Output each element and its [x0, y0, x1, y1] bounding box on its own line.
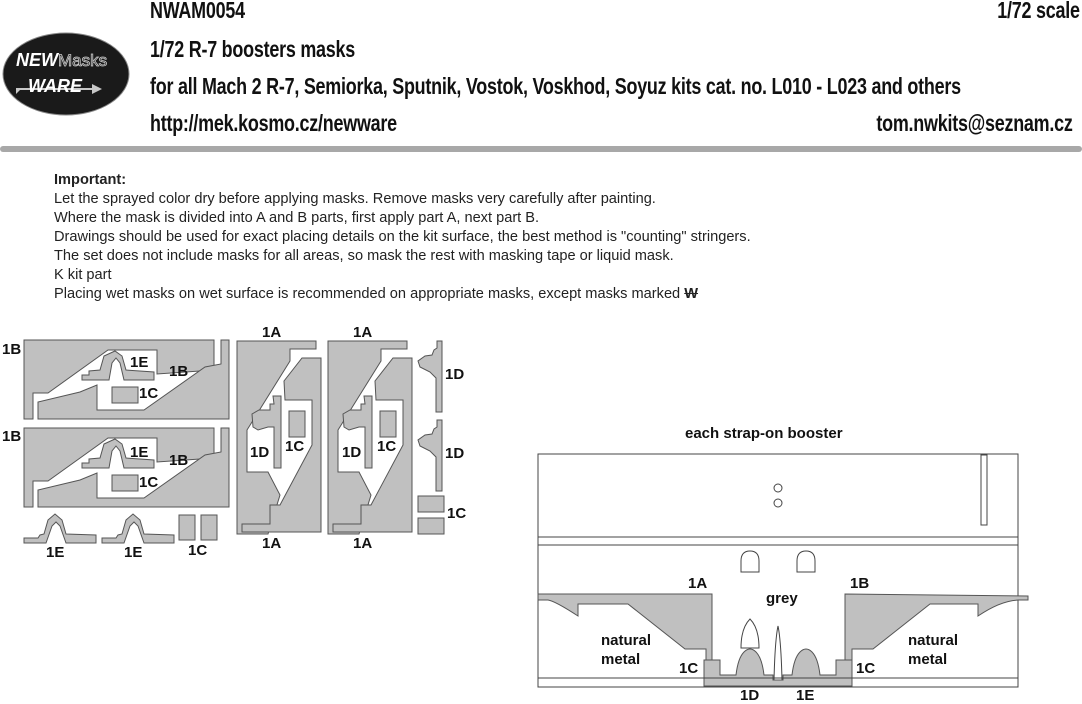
hatch-shape — [796, 550, 816, 573]
email-link[interactable]: tom.nwkits@seznam.cz — [876, 110, 1073, 136]
rivet-icon — [773, 483, 783, 493]
label-1c: 1C — [447, 505, 467, 522]
mask-1e-pieces — [23, 513, 218, 544]
diagram-label-1c: 1C — [679, 660, 699, 677]
header-divider — [0, 146, 1082, 152]
mask-1b-panel — [23, 427, 230, 508]
label-1e: 1E — [46, 544, 65, 561]
label-1b: 1B — [2, 341, 22, 358]
instruction-text: Placing wet masks on wet surface is reco… — [54, 286, 681, 302]
label-1d: 1D — [445, 366, 465, 383]
instructions-title: Important: — [54, 172, 127, 188]
label-1a: 1A — [262, 535, 282, 552]
natural-metal-right: natural — [908, 632, 959, 649]
instruction-line: Where the mask is divided into A and B p… — [54, 210, 540, 226]
natural-metal-left: metal — [601, 651, 641, 668]
label-1c: 1C — [188, 542, 208, 559]
label-1d: 1D — [250, 444, 270, 461]
booster-diagram — [537, 453, 1029, 688]
grey-label: grey — [766, 590, 798, 607]
product-code: NWAM0054 — [150, 0, 245, 23]
label-1c: 1C — [139, 474, 159, 491]
brand-logo: NEW Masks WARE — [2, 32, 130, 116]
diagram-title: each strap-on booster — [685, 425, 843, 442]
mask-1d-piece — [417, 340, 443, 413]
product-subtitle: for all Mach 2 R-7, Semiorka, Sputnik, V… — [150, 73, 961, 99]
diagram-label-1d: 1D — [740, 687, 760, 704]
fairing-shape — [740, 618, 760, 649]
instruction-line: Placing wet masks on wet surface is reco… — [54, 285, 751, 304]
label-1c: 1C — [377, 438, 397, 455]
label-1e: 1E — [124, 544, 143, 561]
instruction-line: Drawings should be used for exact placin… — [54, 229, 751, 245]
diagram-label-1a: 1A — [688, 575, 708, 592]
instruction-line: K kit part — [54, 267, 112, 283]
rivet-icon — [773, 498, 783, 508]
label-1a: 1A — [262, 324, 282, 341]
label-1e: 1E — [130, 354, 149, 371]
website-link[interactable]: http://mek.kosmo.cz/newware — [150, 110, 397, 136]
instruction-line: The set does not include masks for all a… — [54, 248, 674, 264]
instruction-line: Let the sprayed color dry before applyin… — [54, 191, 656, 207]
logo-ellipse — [2, 32, 130, 116]
mask-1a-panel — [327, 340, 413, 535]
diagram-label-1e: 1E — [796, 687, 815, 704]
wet-mark-icon: W — [684, 286, 699, 302]
logo-new: NEW — [16, 50, 58, 70]
logo-arrow-icon — [16, 84, 102, 94]
label-1b: 1B — [2, 428, 22, 445]
scale-label: 1/72 scale — [997, 0, 1081, 23]
label-1c: 1C — [139, 385, 159, 402]
mask-1b-panel — [23, 339, 230, 420]
mask-1c-piece — [417, 517, 445, 535]
hatch-shape — [740, 550, 760, 573]
mask-1a-panel — [236, 340, 322, 535]
diagram-label-1c: 1C — [856, 660, 876, 677]
mask-1c-piece — [417, 495, 445, 513]
mask-1d-piece — [417, 419, 443, 492]
diagram-label-1b: 1B — [850, 575, 870, 592]
label-1e: 1E — [130, 444, 149, 461]
product-title: 1/72 R-7 boosters masks — [150, 36, 356, 62]
natural-metal-left: natural — [601, 632, 652, 649]
antenna-shape — [773, 625, 783, 681]
logo-masks: Masks — [58, 51, 108, 71]
logo-ware: WARE — [28, 76, 82, 96]
label-1c: 1C — [285, 438, 305, 455]
label-1a: 1A — [353, 535, 373, 552]
label-1b: 1B — [169, 452, 189, 469]
label-1b: 1B — [169, 363, 189, 380]
instructions: Important: Let the sprayed color dry bef… — [54, 171, 751, 304]
label-1d: 1D — [445, 445, 465, 462]
label-1a: 1A — [353, 324, 373, 341]
label-1d: 1D — [342, 444, 362, 461]
natural-metal-right: metal — [908, 651, 948, 668]
